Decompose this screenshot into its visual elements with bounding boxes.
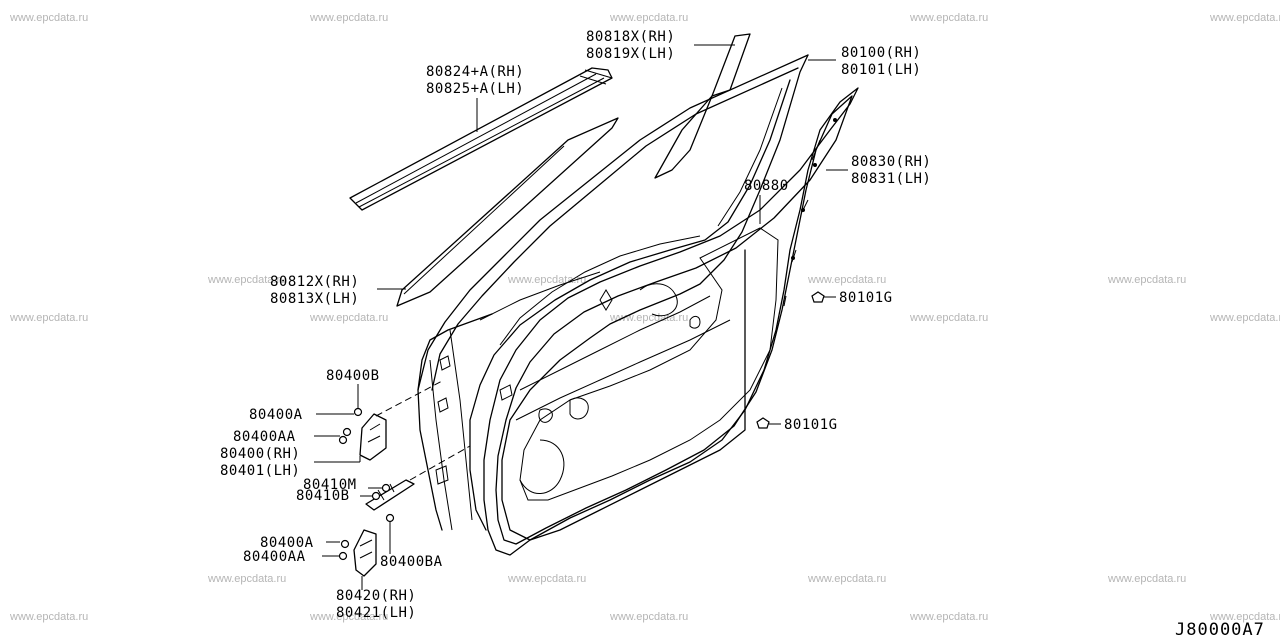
watermark: www.epcdata.ru (9, 312, 88, 324)
part-labels: 80818X(RH) 80819X(LH) 80100(RH) 80101(LH… (220, 29, 931, 621)
label-80830: 80830(RH) (851, 154, 931, 170)
watermark: www.epcdata.ru (309, 12, 388, 24)
watermark: www.epcdata.ru (1209, 312, 1280, 324)
label-80400b: 80400B (326, 368, 380, 384)
watermark: www.epcdata.ru (909, 12, 988, 24)
watermark: www.epcdata.ru (1107, 274, 1186, 286)
label-80818x: 80818X(RH) (586, 29, 675, 45)
label-80400aa: 80400AA (233, 429, 296, 445)
label-80819x: 80819X(LH) (586, 46, 675, 62)
watermark: www.epcdata.ru (309, 611, 388, 623)
watermark: www.epcdata.ru (807, 573, 886, 585)
watermark: www.epcdata.ru (207, 274, 286, 286)
label-80100: 80100(RH) (841, 45, 921, 61)
sealing-screen (519, 227, 779, 501)
label-80400aa: 80400AA (243, 549, 306, 565)
label-80880: 80880 (744, 178, 789, 194)
sash-moulding[interactable] (396, 117, 619, 307)
clip-80101g-1 (811, 291, 825, 303)
lower-hinge[interactable] (338, 513, 395, 577)
label-80401-lh: 80401(LH) (220, 463, 300, 479)
watermark: www.epcdata.ru (1107, 573, 1186, 585)
watermark: www.epcdata.ru (609, 611, 688, 623)
label-80824a: 80824+A(RH) (426, 64, 524, 80)
check-link[interactable] (365, 445, 471, 511)
upper-hinge[interactable] (338, 379, 445, 461)
label-80813x: 80813X(LH) (270, 291, 359, 307)
leader-lines (314, 44, 848, 590)
outer-moulding[interactable] (349, 67, 613, 211)
label-80101g: 80101G (839, 290, 893, 306)
watermark: www.epcdata.ru (609, 12, 688, 24)
label-80400ba: 80400BA (380, 554, 443, 570)
watermark: www.epcdata.ru (9, 12, 88, 24)
watermark: www.epcdata.ru (909, 611, 988, 623)
label-80410m: 80410M (303, 477, 357, 493)
watermark: www.epcdata.ru (507, 573, 586, 585)
label-80400-rh: 80400(RH) (220, 446, 300, 462)
label-80410b: 80410B (296, 488, 350, 504)
label-80400a: 80400A (249, 407, 303, 423)
door-weatherstrip[interactable] (483, 87, 859, 556)
diagram-code: J80000A7 (1175, 620, 1265, 640)
clip-80101g-2 (756, 417, 770, 429)
label-80812x: 80812X(RH) (270, 274, 359, 290)
door-panel[interactable] (417, 54, 809, 541)
label-80421: 80421(LH) (336, 605, 416, 621)
watermark-layer: www.epcdata.ru www.epcdata.ru www.epcdat… (9, 12, 1280, 623)
watermark: www.epcdata.ru (9, 611, 88, 623)
watermark: www.epcdata.ru (207, 573, 286, 585)
label-80831: 80831(LH) (851, 171, 931, 187)
watermark: www.epcdata.ru (909, 312, 988, 324)
label-80101g: 80101G (784, 417, 838, 433)
label-80400a: 80400A (260, 535, 314, 551)
watermark: www.epcdata.ru (1209, 611, 1280, 623)
watermark: www.epcdata.ru (807, 274, 886, 286)
label-80420: 80420(RH) (336, 588, 416, 604)
label-80101: 80101(LH) (841, 62, 921, 78)
watermark: www.epcdata.ru (309, 312, 388, 324)
watermark: www.epcdata.ru (1209, 12, 1280, 24)
label-80825a: 80825+A(LH) (426, 81, 524, 97)
